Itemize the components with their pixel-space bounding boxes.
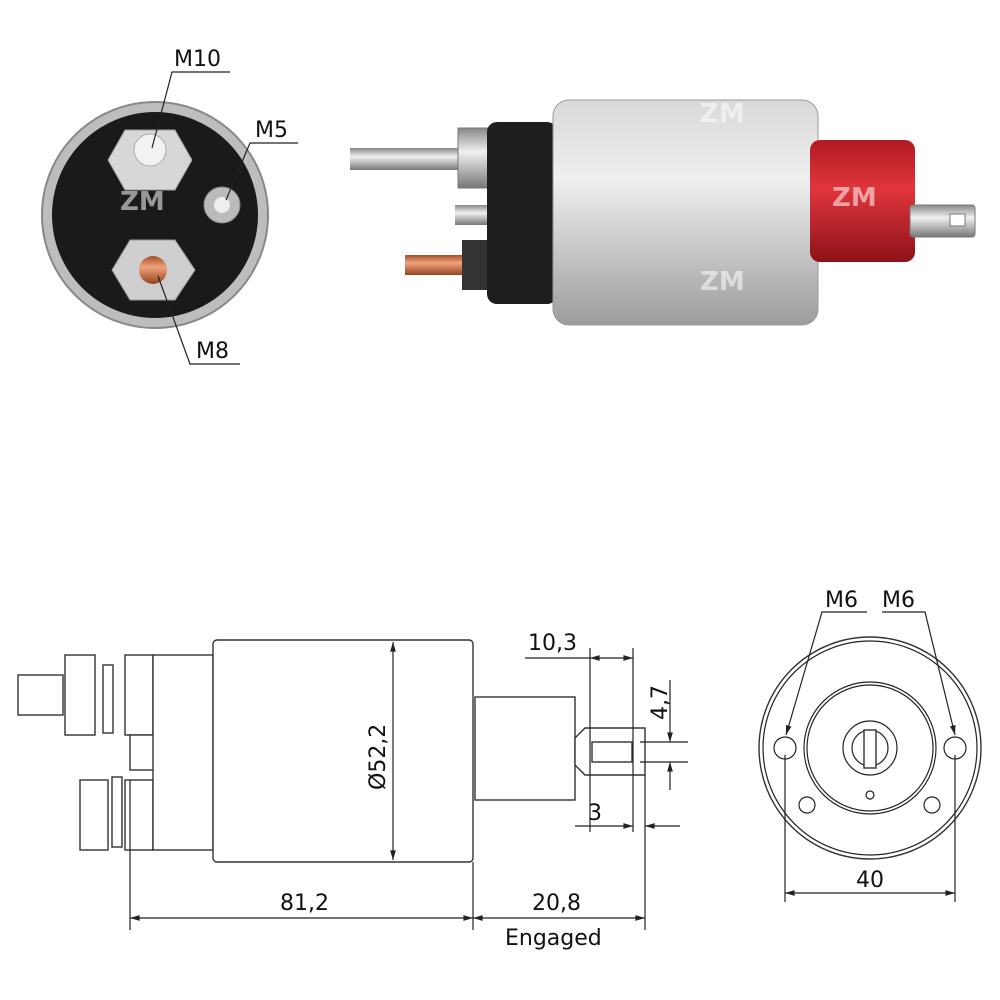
dim-hole-spacing: 40 xyxy=(856,868,884,893)
m8-terminal xyxy=(111,239,196,301)
watermark-logo-4: ZM xyxy=(832,183,877,213)
terminal-cap xyxy=(487,122,557,304)
label-m10: M10 xyxy=(174,47,221,72)
label-m6-left: M6 xyxy=(825,588,858,613)
label-m5: M5 xyxy=(255,118,288,143)
dim-stroke: 20,8 xyxy=(532,891,581,916)
leader-m8 xyxy=(157,275,240,365)
red-plunger-cap xyxy=(810,140,915,262)
solenoid-body xyxy=(552,99,819,326)
m5-terminal xyxy=(203,186,241,224)
leader-m5 xyxy=(225,142,298,201)
photo-end-view: ZM M10 M5 M8 xyxy=(41,47,298,365)
dim-tab: 4,7 xyxy=(648,685,673,720)
dim-offset: 10,3 xyxy=(528,631,577,656)
watermark-logo-2: ZM xyxy=(700,99,745,129)
leader-m10 xyxy=(151,71,230,149)
dim-tip: 3 xyxy=(588,801,602,826)
drawing-end-view: M6 M6 40 xyxy=(758,588,982,902)
dim-stroke-note: Engaged xyxy=(505,926,602,951)
m10-stud xyxy=(350,148,465,170)
dim-length: 81,2 xyxy=(280,891,329,916)
photo-side-view: ZM ZM ZM xyxy=(350,99,976,326)
watermark-logo-3: ZM xyxy=(700,267,745,297)
drawing-side-view: Ø52,2 10,3 4,7 3 81,2 20,8 Engaged xyxy=(17,631,688,951)
watermark-logo: ZM xyxy=(120,187,165,217)
body-outline xyxy=(212,639,474,863)
label-m6-right: M6 xyxy=(882,588,915,613)
plunger-tab xyxy=(909,204,976,238)
label-m8: M8 xyxy=(196,339,229,364)
dim-diameter: Ø52,2 xyxy=(366,724,391,790)
m8-copper-stud xyxy=(405,255,465,275)
m10-terminal xyxy=(107,129,193,191)
